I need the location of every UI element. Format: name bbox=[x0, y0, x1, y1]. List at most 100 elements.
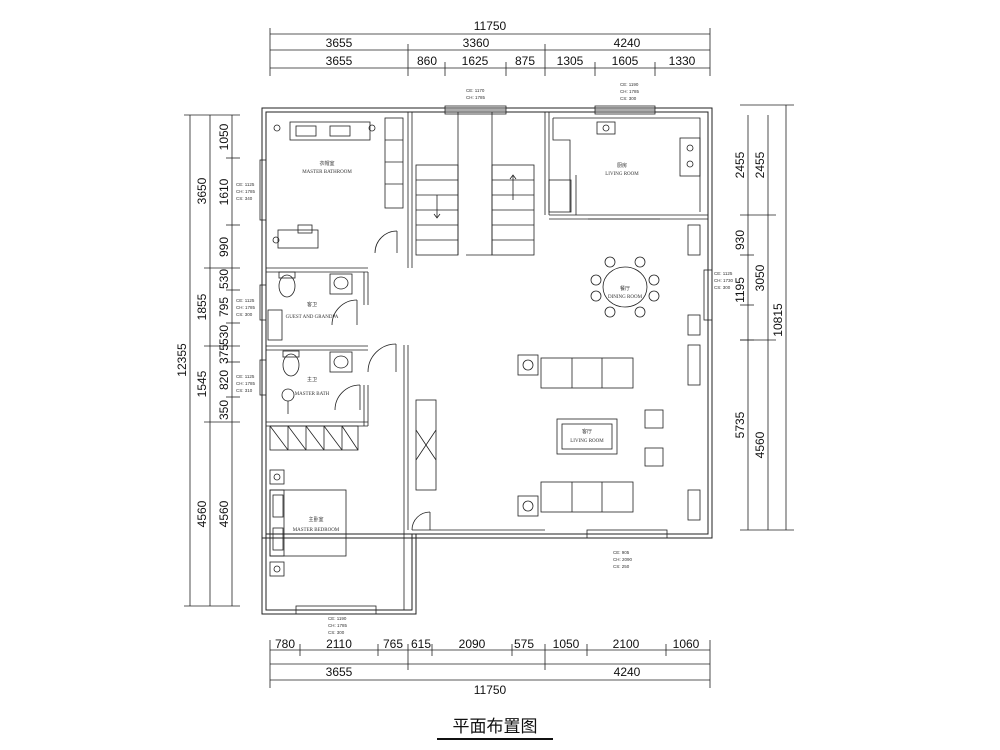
room-label-cn-kitchen: 厨房 bbox=[617, 162, 627, 169]
room-label-cn-living: 客厅 bbox=[582, 428, 592, 435]
dim-left-b: 1855 bbox=[195, 293, 209, 320]
dim-bot-i: 1060 bbox=[673, 637, 700, 651]
dim-right2-a: 2455 bbox=[753, 151, 767, 178]
room-label-master-bedroom: MASTER BEDROOM bbox=[293, 528, 340, 533]
note-kitchen-3: CS: 300 bbox=[620, 96, 637, 101]
right-dimension-labels: 2455 930 1195 5735 2455 3050 4560 10815 bbox=[733, 151, 785, 458]
note-left-upper-3: CS: 340 bbox=[236, 196, 253, 201]
dim-top-b: 3360 bbox=[463, 36, 490, 50]
living-room-furniture bbox=[411, 314, 701, 531]
windows bbox=[259, 105, 713, 615]
dim-left2-f: 530 bbox=[217, 325, 231, 345]
dim-bot-e: 2090 bbox=[459, 637, 486, 651]
dim-top2-d: 875 bbox=[515, 54, 535, 68]
master-bath-furniture bbox=[281, 350, 361, 414]
left-dimension-lines bbox=[184, 114, 240, 607]
dim-left2-g: 375 bbox=[217, 344, 231, 364]
dim-bot-a: 780 bbox=[275, 637, 295, 651]
dim-top2-e: 1305 bbox=[557, 54, 584, 68]
note-left-middle-3: CS: 300 bbox=[236, 312, 253, 317]
dim-bot-h: 2100 bbox=[613, 637, 640, 651]
dim-left2-e: 795 bbox=[217, 297, 231, 317]
master-bedroom-furniture bbox=[269, 425, 359, 577]
room-label-cn-master-bathroom: 衣帽室 bbox=[319, 160, 334, 167]
dim-right-d: 5735 bbox=[733, 411, 747, 438]
dim-bot2-b: 4240 bbox=[614, 665, 641, 679]
room-label-cn-master-bedroom: 主卧室 bbox=[308, 516, 323, 523]
dim-top2-g: 1330 bbox=[669, 54, 696, 68]
kitchen-furniture bbox=[548, 117, 701, 215]
dim-bot-d: 615 bbox=[411, 637, 431, 651]
note-top-window-2: CH: 1785 bbox=[466, 95, 486, 100]
dim-left2-a: 1050 bbox=[217, 123, 231, 150]
dim-right2-c: 4560 bbox=[753, 431, 767, 458]
room-label-cn-guest-bath: 客卫 bbox=[307, 301, 317, 308]
dim-left-d: 4560 bbox=[195, 500, 209, 527]
dim-left2-h: 820 bbox=[217, 370, 231, 390]
note-right-dining-1: CE: 1125 bbox=[714, 271, 733, 276]
note-bottom-living-2: CH: 2090 bbox=[613, 557, 633, 562]
dim-bot-b: 2110 bbox=[326, 637, 352, 651]
drawing-title: 平面布置图 bbox=[452, 717, 538, 737]
dressing-room-furniture bbox=[272, 117, 404, 254]
dim-bot-f: 575 bbox=[514, 637, 534, 651]
dimension-labels: 11750 3655 3360 4240 3655 860 1625 875 1… bbox=[275, 19, 700, 697]
dim-right-a: 2455 bbox=[733, 151, 747, 178]
staircase bbox=[415, 112, 535, 491]
dim-right-total: 10815 bbox=[771, 303, 785, 337]
note-left-lower-2: CH: 1785 bbox=[236, 381, 256, 386]
note-kitchen-1: CE: 1190 bbox=[620, 82, 639, 87]
dim-top2-a: 3655 bbox=[326, 54, 353, 68]
note-left-upper-1: CE: 1125 bbox=[236, 182, 255, 187]
dim-right-c: 1195 bbox=[733, 277, 747, 303]
note-right-dining-2: CH: 1730 bbox=[714, 278, 734, 283]
dim-left2-d: 530 bbox=[217, 269, 231, 289]
room-label-kitchen: LIVING ROOM bbox=[605, 172, 639, 177]
dim-top2-f: 1605 bbox=[612, 54, 639, 68]
dining-table-set bbox=[588, 218, 701, 318]
top-dimension-lines bbox=[269, 28, 711, 76]
dim-top2-b: 860 bbox=[417, 54, 437, 68]
dim-top-a: 3655 bbox=[326, 36, 353, 50]
interior-walls bbox=[266, 112, 708, 610]
dim-bot2-a: 3655 bbox=[326, 665, 353, 679]
dim-left-c: 1545 bbox=[195, 370, 209, 397]
dim-top-total: 11750 bbox=[474, 19, 507, 33]
note-bottom-bedroom-2: CH: 1785 bbox=[328, 623, 348, 628]
room-label-living: LIVING ROOM bbox=[570, 439, 604, 444]
note-kitchen-2: CH: 1785 bbox=[620, 89, 640, 94]
room-labels: 衣帽室 MASTER BATHROOM 厨房 LIVING ROOM 餐厅 DI… bbox=[286, 160, 643, 533]
dim-bot-total: 11750 bbox=[474, 683, 507, 697]
note-left-middle-2: CH: 1785 bbox=[236, 305, 256, 310]
dim-top-c: 4240 bbox=[614, 36, 641, 50]
right-dimension-lines bbox=[740, 104, 794, 531]
dim-right-b: 930 bbox=[733, 230, 747, 250]
note-bottom-living-1: CE: 905 bbox=[613, 550, 630, 555]
note-bottom-bedroom-3: CS: 300 bbox=[328, 630, 345, 635]
room-label-cn-master-bath: 主卫 bbox=[307, 376, 317, 383]
bottom-dimension-lines bbox=[269, 640, 711, 688]
dim-left-total: 12355 bbox=[175, 343, 189, 377]
title-underline bbox=[437, 738, 553, 740]
room-label-guest-bath: GUEST AND GRANDPA bbox=[286, 315, 339, 320]
note-left-upper-2: CH: 1785 bbox=[236, 189, 256, 194]
room-label-cn-dining: 餐厅 bbox=[620, 285, 630, 292]
window-notes: CE: 1170 CH: 1785 CE: 1190 CH: 1785 CS: … bbox=[236, 82, 734, 635]
note-left-lower-1: CE: 1125 bbox=[236, 374, 255, 379]
room-label-master-bath: MASTER BATH bbox=[295, 392, 330, 397]
note-bottom-bedroom-1: CE: 1190 bbox=[328, 616, 347, 621]
note-left-lower-3: CS: 310 bbox=[236, 388, 253, 393]
note-left-middle-1: CE: 1125 bbox=[236, 298, 255, 303]
dim-left2-b: 1610 bbox=[217, 178, 231, 205]
dim-left-a: 3650 bbox=[195, 177, 209, 204]
guest-bath-furniture bbox=[267, 271, 397, 373]
dim-bot-c: 765 bbox=[383, 637, 403, 651]
dim-left2-j: 4560 bbox=[217, 500, 231, 527]
dim-left2-c: 990 bbox=[217, 237, 231, 257]
note-bottom-living-3: CS: 250 bbox=[613, 564, 630, 569]
dim-bot-g: 1050 bbox=[553, 637, 580, 651]
left-dimension-labels: 12355 3650 1855 1545 4560 1050 1610 990 … bbox=[175, 123, 231, 527]
note-top-window-1: CE: 1170 bbox=[466, 88, 485, 93]
note-right-dining-3: CS: 300 bbox=[714, 285, 731, 290]
